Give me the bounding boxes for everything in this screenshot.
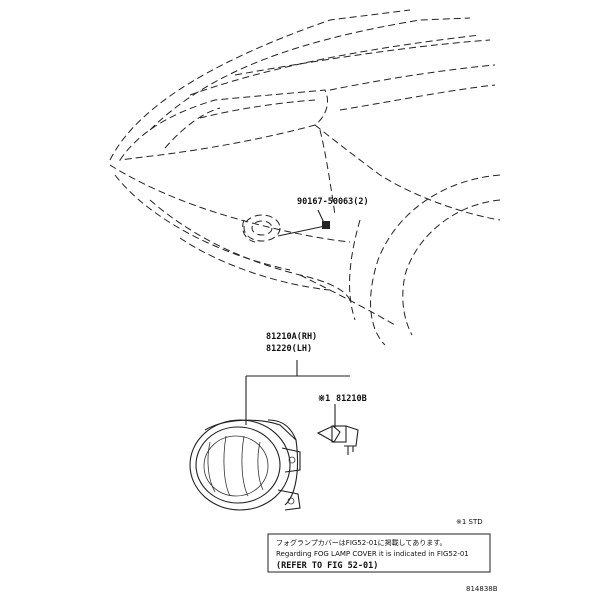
- fog-lamp-rh-part-number: 81210A(RH): [266, 332, 317, 342]
- bolt-part-number: 90167-50063(2): [297, 197, 369, 207]
- bulb-mark: ※1: [318, 394, 330, 404]
- fog-lamp-lh-part-number: 81220(LH): [266, 344, 312, 354]
- fog-lamp-assembly: [189, 419, 301, 511]
- bulb-icon: [316, 425, 359, 455]
- note-box: [267, 533, 491, 573]
- note-line-jp: フォグランプカバーはFIG52-01に掲載してあります。: [276, 538, 447, 547]
- note-line-ref: (REFER TO FIG 52-01): [276, 561, 378, 571]
- fog-lamp-installed: [242, 214, 281, 243]
- bulb-part-number: 81210B: [336, 394, 367, 404]
- car-body-outline: [109, 9, 501, 346]
- bolt-icon: [277, 209, 330, 237]
- figure-id: 814838B: [466, 585, 498, 593]
- footnote-std: ※1 STD: [456, 518, 483, 526]
- note-line-en: Regarding FOG LAMP COVER it is indicated…: [276, 550, 469, 558]
- leader-lines: [245, 360, 350, 428]
